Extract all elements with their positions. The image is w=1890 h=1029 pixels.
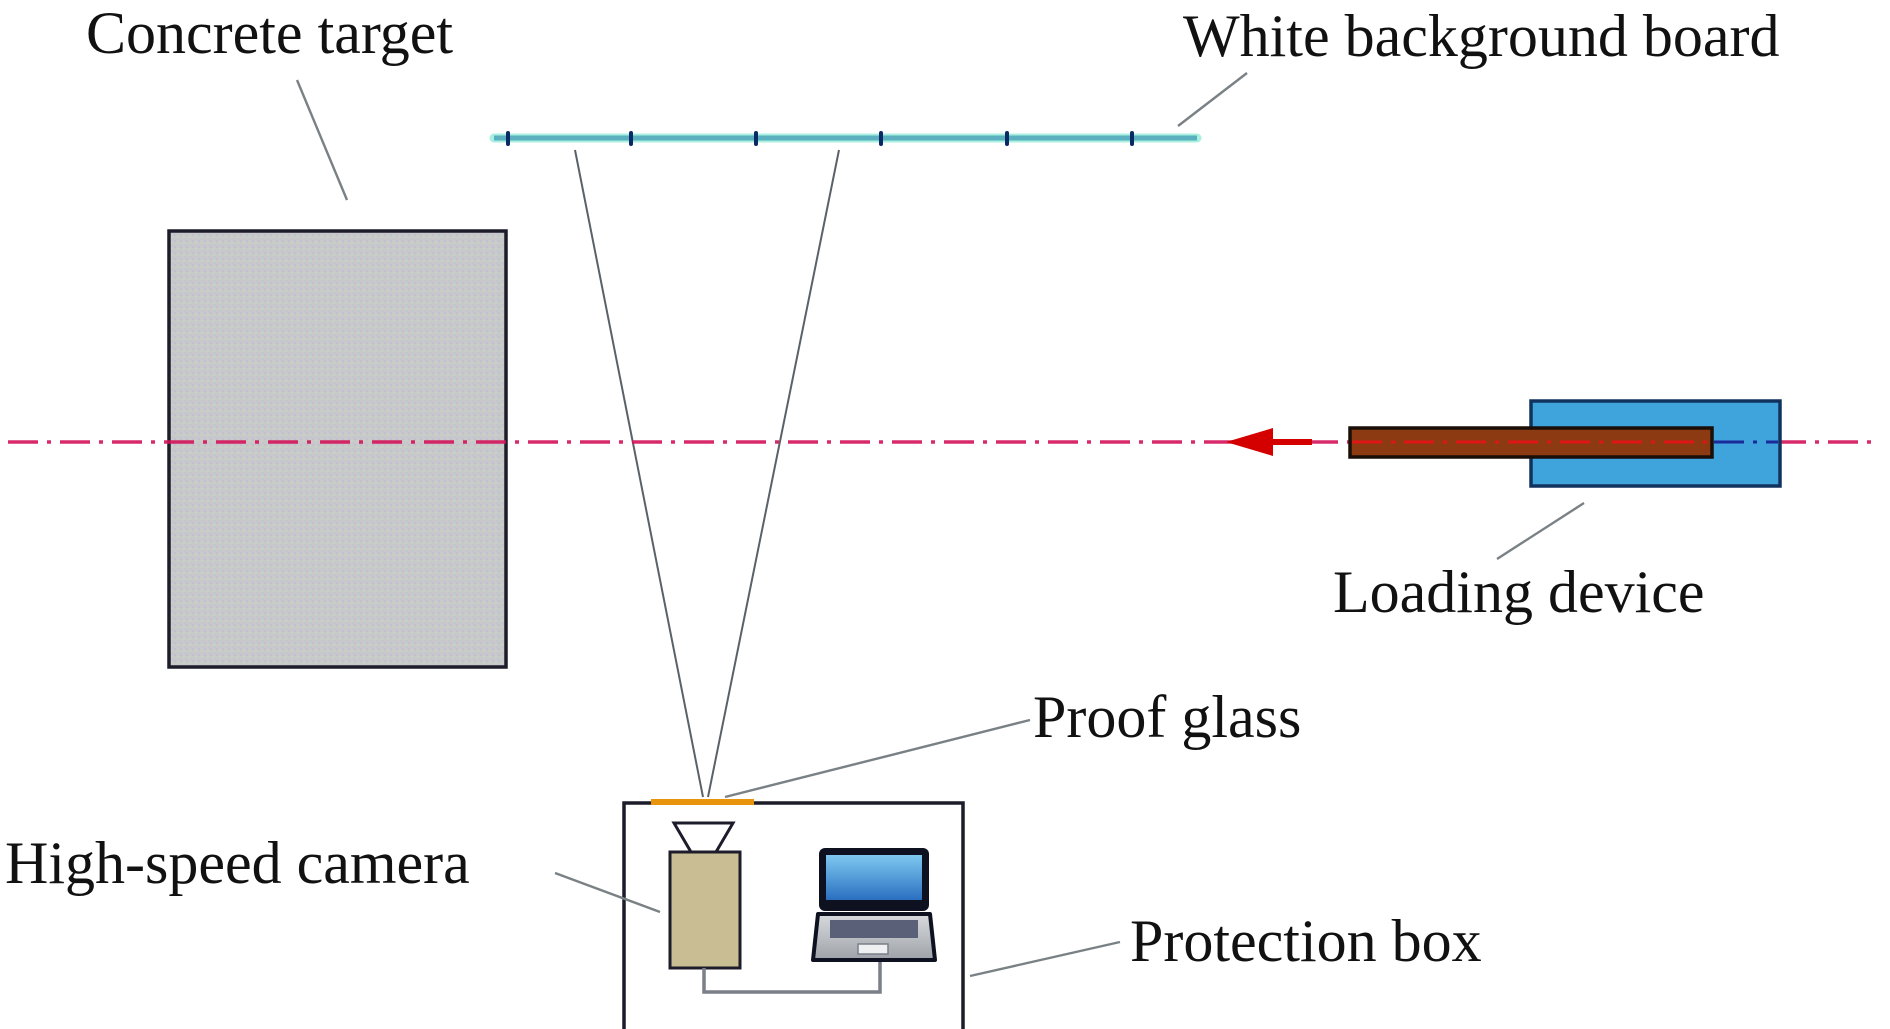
board-tick (1130, 131, 1134, 146)
field-of-view-right (707, 149, 840, 798)
high-speed-camera (668, 821, 742, 970)
concrete-target-label: Concrete target (86, 0, 453, 66)
board-tick (754, 131, 758, 146)
proof-glass-leader (724, 718, 1031, 799)
high-speed-camera-leader (554, 871, 661, 914)
field-of-view-left (574, 149, 704, 798)
protection-box (622, 801, 965, 1029)
white-background-board (489, 131, 1202, 146)
board-tick (506, 131, 510, 146)
loading-device-leader (1496, 501, 1585, 561)
concrete-target (167, 229, 508, 669)
camera-body (668, 850, 742, 970)
board-ticks (506, 131, 1134, 146)
board-leader (1177, 72, 1248, 127)
proof-glass-label: Proof glass (1033, 684, 1301, 750)
concrete-target-leader (295, 79, 349, 201)
camera-lens-icon (671, 821, 736, 854)
board-tick (1005, 131, 1009, 146)
projectile-direction-arrow (1226, 428, 1312, 456)
protection-box-label: Protection box (1130, 908, 1482, 974)
white-background-board-label: White background board (1183, 3, 1779, 69)
board-tick (629, 131, 633, 146)
camera-laptop-cable (702, 962, 882, 994)
loading-device (1348, 399, 1782, 488)
protection-box-leader (969, 940, 1121, 978)
board-tick (879, 131, 883, 146)
loading-device-label: Loading device (1333, 559, 1705, 625)
high-speed-camera-label: High-speed camera (5, 830, 470, 896)
laptop-icon (811, 848, 937, 962)
